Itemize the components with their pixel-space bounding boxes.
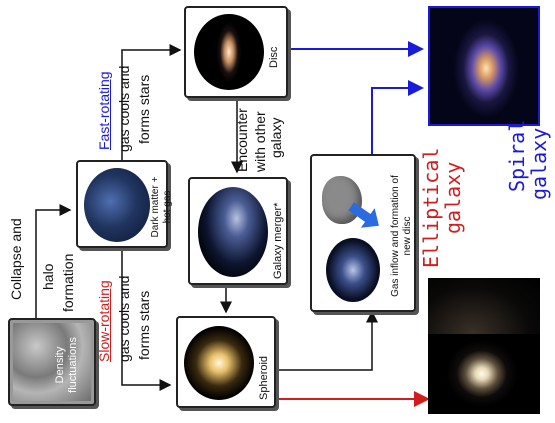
- fast-forms-stars-label: forms stars: [136, 74, 152, 144]
- elliptical-title: Elliptical: [419, 147, 443, 268]
- slow-forms-stars-label: forms stars: [136, 290, 152, 360]
- fast-rotating-label: Fast-rotating: [96, 71, 112, 150]
- merger-label: Galaxy merger*: [272, 202, 284, 279]
- density-label: Density fluctuations: [54, 337, 79, 393]
- encounter-label: Encounter: [234, 108, 250, 172]
- elliptical-galaxy-image: [428, 330, 540, 414]
- arrow-spheroid-to-inflow: [278, 310, 378, 371]
- spheroid-label: Spheroid: [258, 355, 270, 400]
- elliptical-subtitle: galaxy: [441, 161, 465, 234]
- spiral-subtitle: galaxy: [527, 127, 551, 200]
- disc-label: Disc: [268, 46, 280, 68]
- spiral-galaxy-image: [428, 6, 540, 126]
- disc-box: Disc: [184, 6, 288, 98]
- spheroid-box: Spheroid: [176, 316, 276, 408]
- merger-box: Galaxy merger*: [188, 177, 288, 285]
- spiral-title: Spiral: [505, 119, 529, 192]
- slow-gas-cools-label: gas cools and: [116, 275, 132, 362]
- elliptical-galaxy-image-upper: [428, 278, 540, 334]
- arrow-fast-rotating: [121, 44, 182, 160]
- with-other-label: with other: [252, 111, 268, 172]
- spheroid-image: [184, 326, 254, 400]
- new-disc-image: [326, 238, 380, 302]
- formation-label: formation: [60, 253, 76, 312]
- merger-image: [198, 187, 268, 277]
- dark-matter-label: Dark matter + hot gas: [150, 176, 173, 238]
- collapse-label: Collapse and: [8, 218, 24, 300]
- disc-image: [194, 14, 264, 90]
- dark-matter-image: [84, 168, 150, 242]
- dark-matter-box: Dark matter + hot gas: [76, 160, 173, 248]
- slow-rotating-label: Slow-rotating: [96, 280, 112, 362]
- arrow-slow-rotating: [121, 248, 172, 391]
- density-box: Density fluctuations: [8, 318, 96, 406]
- arrow-collapse: [35, 204, 72, 318]
- fast-gas-cools-label: gas cools and: [116, 65, 132, 152]
- gas-inflow-label: Gas inflow and formation of new disc: [390, 175, 413, 297]
- galaxy-encounter-label: galaxy: [268, 117, 284, 158]
- density-image: [13, 323, 91, 401]
- gas-inflow-box: Gas inflow and formation of new disc: [310, 154, 416, 312]
- gas-cloud-icon: [322, 176, 362, 224]
- arrow-inflow-to-spiral: [371, 80, 424, 154]
- halo-label: halo: [40, 263, 56, 290]
